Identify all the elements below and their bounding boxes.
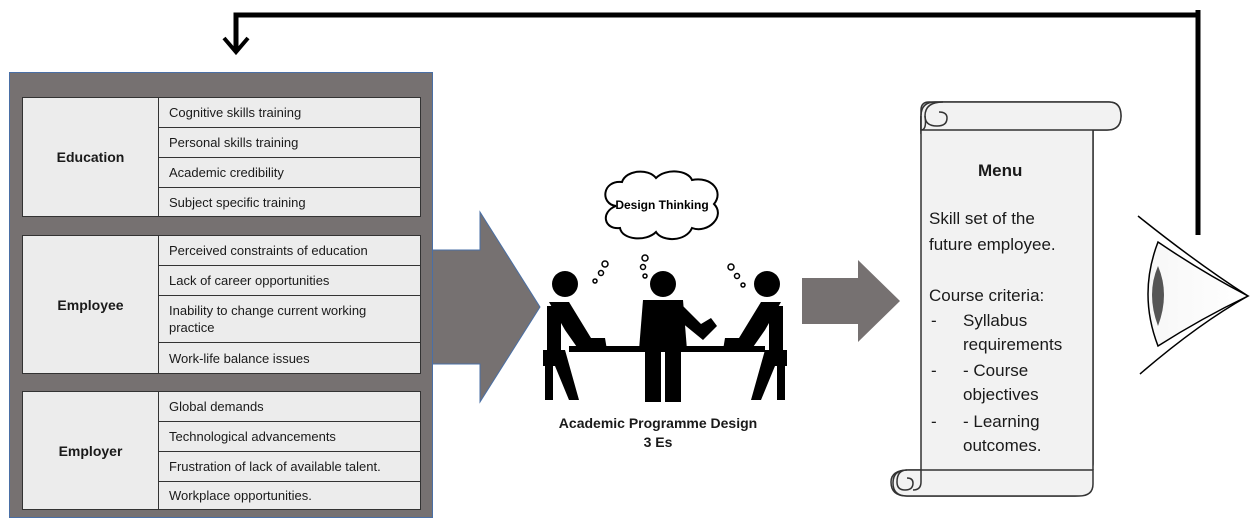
thought-cloud: Design Thinking <box>604 170 719 240</box>
bullet-text: - Course <box>963 361 1029 380</box>
bullet-dash: - <box>931 311 937 330</box>
caption-line: 3 Es <box>643 434 673 450</box>
list-item: Lack of career opportunities <box>159 266 420 296</box>
list-item: Frustration of lack of available talent. <box>159 452 420 482</box>
caption-line: Academic Programme Design <box>558 415 758 431</box>
group-employer: Employer Global demands Technological ad… <box>22 391 421 510</box>
bullet-text: outcomes. <box>963 436 1042 455</box>
list-item: Global demands <box>159 392 420 422</box>
list-item: Perceived constraints of education <box>159 236 420 266</box>
menu-title: Menu <box>978 161 1023 180</box>
team-meeting-icon <box>543 254 787 402</box>
list-item: Workplace opportunities. <box>169 488 312 503</box>
group-label: Education <box>23 98 159 216</box>
bullet-text: - Learning <box>963 412 1040 431</box>
feedback-loop-arrow <box>222 12 1201 60</box>
group-label: Employee <box>23 236 159 373</box>
skill-line: future employee. <box>929 235 1056 254</box>
bullet-text: requirements <box>963 335 1063 354</box>
eye-icon <box>1137 215 1250 375</box>
feedback-loop-vertical <box>1195 10 1201 235</box>
group-label: Employer <box>23 392 159 509</box>
big-flow-arrow <box>420 210 541 404</box>
bullet-text: Syllabus <box>963 311 1028 330</box>
list-item: Cognitive skills training <box>159 98 420 128</box>
small-flow-arrow <box>802 260 900 342</box>
programme-caption: Academic Programme Design 3 Es <box>540 414 776 452</box>
group-education: Education Cognitive skills training Pers… <box>22 97 421 217</box>
thought-text: Design Thinking <box>615 198 708 212</box>
skill-line: Skill set of the <box>929 209 1035 228</box>
list-item: Technological advancements <box>159 422 420 452</box>
factors-panel: Education Cognitive skills training Pers… <box>9 72 433 518</box>
criteria-heading: Course criteria: <box>929 286 1045 305</box>
bullet-dash: - <box>931 412 937 431</box>
list-item: Subject specific training <box>169 194 306 210</box>
list-item: Personal skills training <box>159 128 420 158</box>
bullet-dash: - <box>931 361 937 380</box>
bullet-text: objectives <box>963 385 1039 404</box>
list-item: Academic credibility <box>159 158 420 188</box>
group-employee: Employee Perceived constraints of educat… <box>22 235 421 374</box>
list-item: Work-life balance issues <box>169 350 310 366</box>
list-item: Inability to change current working prac… <box>159 296 420 343</box>
menu-scroll <box>890 101 1122 497</box>
